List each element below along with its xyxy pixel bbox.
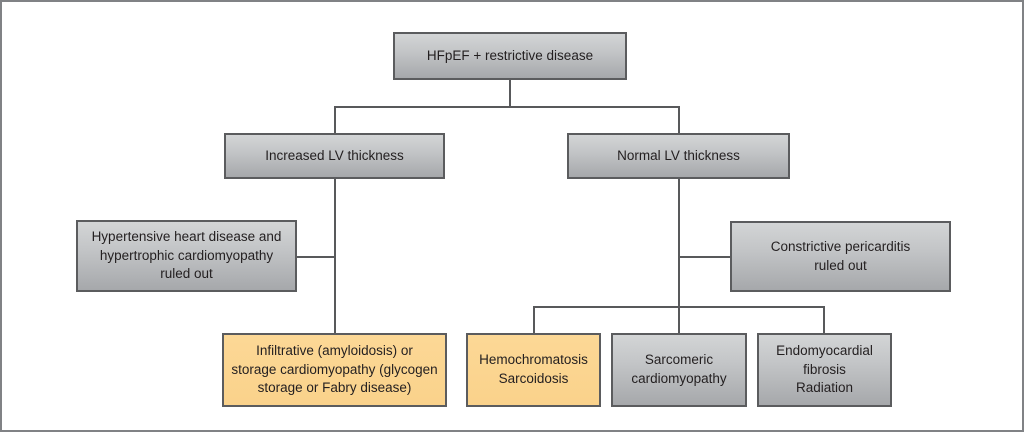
connector-increased-to-infiltrative xyxy=(334,179,336,333)
connector-hemochromatosis-drop xyxy=(533,306,535,333)
connector-root-stem xyxy=(509,80,511,107)
node-constrictive-pericarditis-ruled-out: Constrictive pericarditis ruled out xyxy=(730,221,951,292)
node-hfpef-restrictive-disease: HFpEF + restrictive disease xyxy=(393,32,627,80)
node-normal-lv-thickness: Normal LV thickness xyxy=(567,133,790,179)
connector-hypertensive-branch xyxy=(297,256,334,258)
connector-normal-to-sarcomeric xyxy=(678,179,680,333)
connector-increased-drop xyxy=(334,106,336,133)
node-increased-lv-thickness: Increased LV thickness xyxy=(224,133,445,179)
node-hypertensive-ruled-out: Hypertensive heart disease and hypertrop… xyxy=(76,220,297,292)
node-infiltrative-storage-cardiomyopathy: Infiltrative (amyloidosis) or storage ca… xyxy=(222,333,447,407)
connector-constrictive-branch xyxy=(680,256,730,258)
node-endomyocardial-fibrosis-radiation: Endomyocardial fibrosis Radiation xyxy=(757,333,892,407)
connector-endomyocardial-drop xyxy=(823,306,825,333)
connector-normal-drop xyxy=(678,106,680,133)
node-hemochromatosis-sarcoidosis: Hemochromatosis Sarcoidosis xyxy=(466,333,601,407)
connector-level4-crossbar xyxy=(533,306,825,308)
node-sarcomeric-cardiomyopathy: Sarcomeric cardiomyopathy xyxy=(611,333,747,407)
connector-level2-crossbar xyxy=(334,106,680,108)
